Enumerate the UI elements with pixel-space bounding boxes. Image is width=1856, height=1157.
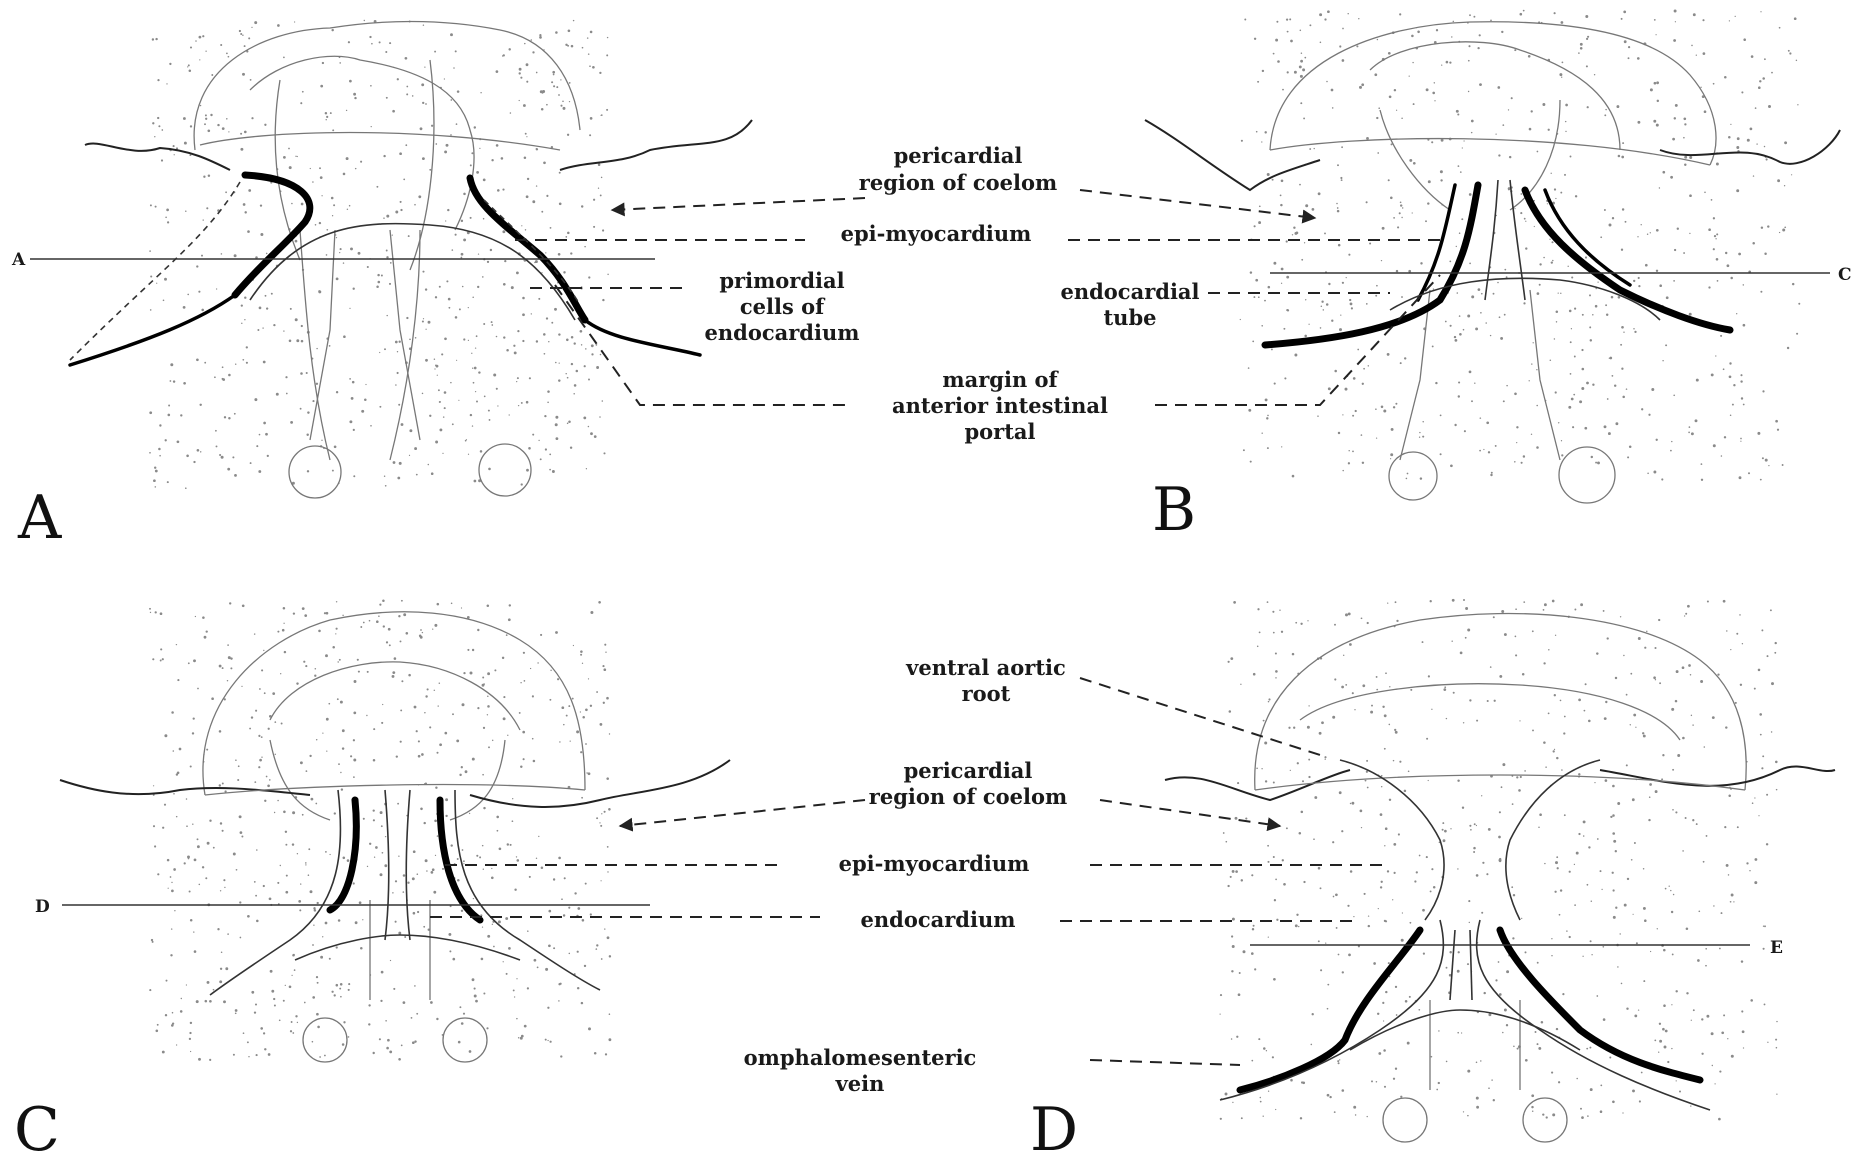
label-omphalomesenteric-1: omphalomesenteric bbox=[744, 1045, 977, 1070]
label-endocardium: endocardium bbox=[861, 907, 1016, 932]
label-primordial-3: endocardium bbox=[705, 320, 860, 345]
label-endocardial-tube-2: tube bbox=[1103, 305, 1156, 330]
label-margin-2: anterior intestinal bbox=[892, 393, 1108, 418]
label-epi-myocardium-top: epi-myocardium bbox=[841, 221, 1032, 246]
panel-label-c: C bbox=[14, 1095, 60, 1157]
section-marker-e: E bbox=[1770, 938, 1783, 958]
label-ventral-aortic-2: root bbox=[962, 681, 1011, 706]
label-margin-1: margin of bbox=[942, 367, 1059, 392]
label-primordial-2: cells of bbox=[740, 294, 826, 319]
label-margin-3: portal bbox=[964, 419, 1035, 444]
panel-label-b: B bbox=[1152, 475, 1196, 545]
section-marker-c: C bbox=[1838, 265, 1852, 285]
label-omphalomesenteric-2: vein bbox=[835, 1071, 885, 1096]
panel-label-a: A bbox=[17, 483, 62, 553]
label-endocardial-tube-1: endocardial bbox=[1060, 279, 1199, 304]
panel-label-d: D bbox=[1030, 1095, 1078, 1157]
label-pericardial-top-1: pericardial bbox=[894, 143, 1023, 168]
section-lines bbox=[30, 259, 1830, 945]
label-pericardial-bottom-1: pericardial bbox=[904, 758, 1033, 783]
section-marker-d: D bbox=[35, 897, 50, 917]
section-marker-a: A bbox=[11, 250, 26, 270]
label-ventral-aortic-1: ventral aortic bbox=[905, 655, 1066, 680]
label-primordial-1: primordial bbox=[719, 268, 844, 293]
embryo-c bbox=[60, 612, 730, 1062]
embryo-d bbox=[1165, 613, 1835, 1142]
embryo-b bbox=[1145, 22, 1840, 503]
label-epi-myocardium-bottom: epi-myocardium bbox=[839, 851, 1030, 876]
label-pericardial-bottom-2: region of coelom bbox=[869, 784, 1067, 809]
label-pericardial-top-2: region of coelom bbox=[859, 170, 1057, 195]
